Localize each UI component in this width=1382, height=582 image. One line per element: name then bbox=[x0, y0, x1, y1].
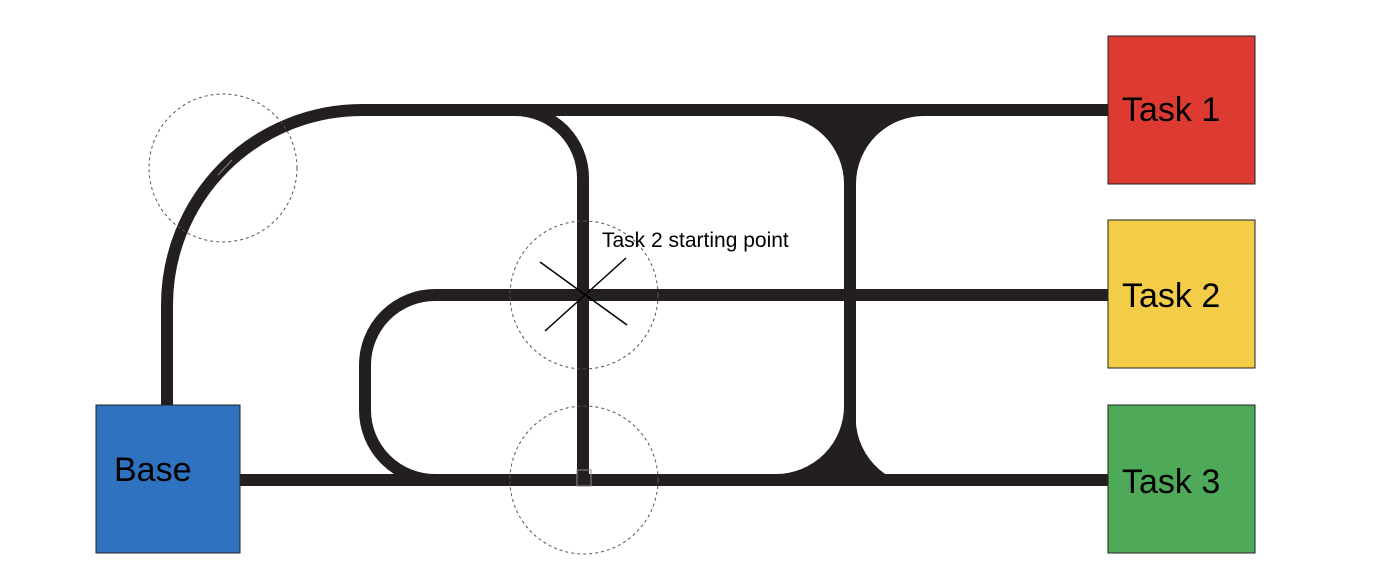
tick-mark bbox=[217, 159, 233, 176]
start-point-x-icon bbox=[539, 257, 628, 332]
task1-zone: Task 1 bbox=[1107, 35, 1256, 185]
dashed-circles bbox=[148, 93, 659, 555]
task1-label: Task 1 bbox=[1122, 91, 1220, 129]
task2-label: Task 2 bbox=[1122, 277, 1220, 315]
base-zone: Base bbox=[95, 404, 241, 554]
task3-label: Task 3 bbox=[1122, 463, 1220, 501]
task2-zone: Task 2 bbox=[1107, 219, 1256, 369]
track-task2-loop bbox=[359, 289, 1108, 486]
track-inner-arc bbox=[514, 104, 589, 480]
base-label: Base bbox=[114, 451, 192, 489]
track-right-junction bbox=[775, 104, 925, 487]
turn-circle-top-left bbox=[148, 93, 298, 243]
junction-marker bbox=[576, 469, 592, 487]
task2-start-label: Task 2 starting point bbox=[602, 229, 789, 252]
track-base-to-task1 bbox=[161, 104, 1108, 405]
start-circle-task2 bbox=[509, 220, 659, 370]
task2-box bbox=[1107, 219, 1256, 369]
track-lines bbox=[161, 104, 1108, 486]
task1-box bbox=[1107, 35, 1256, 185]
task3-box bbox=[1107, 404, 1256, 554]
turn-circle-bottom bbox=[509, 405, 659, 555]
base-box bbox=[95, 404, 241, 554]
task3-zone: Task 3 bbox=[1107, 404, 1256, 554]
